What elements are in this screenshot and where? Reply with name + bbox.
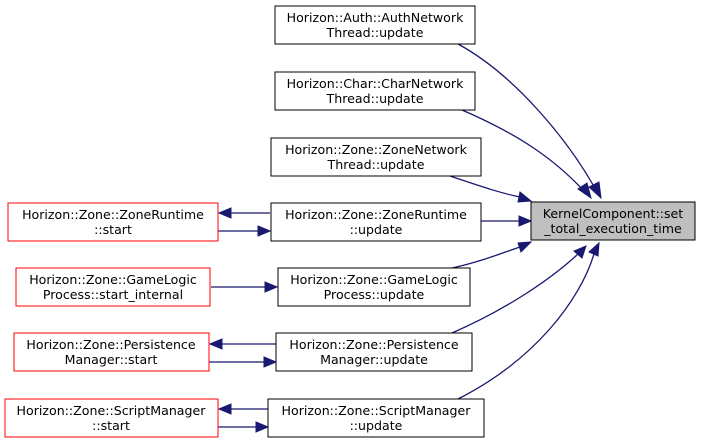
node-label-line-1: Horizon::Zone::ZoneNetwork — [285, 142, 468, 157]
node-label-line-1: Horizon::Auth::AuthNetwork — [287, 10, 464, 25]
node-char-network-thread-update[interactable]: Horizon::Char::CharNetwork Thread::updat… — [274, 71, 476, 111]
edge-arrow-icon — [573, 245, 587, 259]
edge-arrow-icon — [255, 421, 270, 433]
node-persistence-manager-update[interactable]: Horizon::Zone::Persistence Manager::upda… — [275, 332, 473, 372]
node-label-line-2: _total_execution_time — [543, 221, 682, 236]
node-game-logic-process-update[interactable]: Horizon::Zone::GameLogic Process::update — [277, 267, 471, 307]
edge-arrow-icon — [517, 241, 533, 253]
edge-smupd-to-kernel — [457, 253, 595, 400]
edge-char-to-kernel — [461, 109, 584, 191]
node-label-line-2: ::start — [94, 222, 132, 237]
node-label-line-2: Thread::update — [326, 91, 424, 106]
node-zone-network-thread-update[interactable]: Horizon::Zone::ZoneNetwork Thread::updat… — [270, 137, 482, 177]
node-label-line-1: Horizon::Zone::ZoneRuntime — [22, 207, 204, 222]
node-label-line-1: Horizon::Zone::Persistence — [26, 337, 195, 352]
node-label-line-1: Horizon::Zone::GameLogic — [29, 272, 197, 287]
node-label-line-1: Horizon::Zone::ZoneRuntime — [285, 207, 467, 222]
edge-arrow-icon — [517, 191, 533, 203]
mutual-edges — [208, 207, 279, 433]
edge-arrow-icon — [217, 403, 232, 415]
edge-arrow-icon — [518, 215, 533, 227]
node-label-line-2: Thread::update — [326, 25, 424, 40]
node-auth-network-thread-update[interactable]: Horizon::Auth::AuthNetwork Thread::updat… — [274, 5, 476, 45]
node-label-line-2: Manager::start — [65, 352, 158, 367]
node-label-line-2: Thread::update — [327, 157, 425, 172]
node-label-line-2: Process::start_internal — [43, 287, 183, 302]
node-label-line-1: Horizon::Char::CharNetwork — [287, 76, 465, 91]
node-persistence-manager-start[interactable]: Horizon::Zone::Persistence Manager::star… — [13, 332, 210, 372]
edge-arrow-icon — [264, 281, 279, 293]
node-label-line-2: Manager::update — [320, 352, 428, 367]
node-zone-runtime-update[interactable]: Horizon::Zone::ZoneRuntime ::update — [270, 202, 482, 242]
edge-arrow-icon — [588, 181, 602, 200]
node-zone-runtime-start[interactable]: Horizon::Zone::ZoneRuntime ::start — [7, 202, 219, 242]
node-kernel-set-total-execution-time[interactable]: KernelComponent::set _total_execution_ti… — [530, 201, 696, 241]
node-script-manager-start[interactable]: Horizon::Zone::ScriptManager ::start — [4, 398, 219, 438]
edges — [449, 43, 602, 400]
edge-arrow-icon — [577, 182, 592, 200]
node-label-line-2: ::update — [350, 222, 403, 237]
edge-arrow-icon — [217, 207, 232, 219]
node-label-line-1: Horizon::Zone::ScriptManager — [17, 403, 207, 418]
edge-pmupd-to-kernel — [451, 253, 579, 334]
node-label-line-1: Horizon::Zone::GameLogic — [290, 272, 458, 287]
node-script-manager-update[interactable]: Horizon::Zone::ScriptManager ::update — [267, 398, 485, 438]
edge-arrow-icon — [257, 225, 272, 237]
edge-arrow-icon — [263, 356, 278, 368]
node-game-logic-process-start-internal[interactable]: Horizon::Zone::GameLogic Process::start_… — [15, 267, 211, 307]
edge-auth-to-kernel — [457, 43, 597, 191]
edge-arrow-icon — [208, 338, 223, 350]
edge-arrow-icon — [588, 241, 600, 257]
node-label-line-1: Horizon::Zone::Persistence — [289, 337, 458, 352]
node-label-line-2: ::update — [350, 418, 403, 433]
node-label-line-2: Process::update — [324, 287, 425, 302]
node-label-line-2: ::start — [92, 418, 130, 433]
node-label-line-1: Horizon::Zone::ScriptManager — [282, 403, 472, 418]
edge-glupd-to-kernel — [451, 246, 521, 269]
node-label-line-1: KernelComponent::set — [543, 206, 683, 221]
edge-zonenet-to-kernel — [449, 175, 521, 198]
